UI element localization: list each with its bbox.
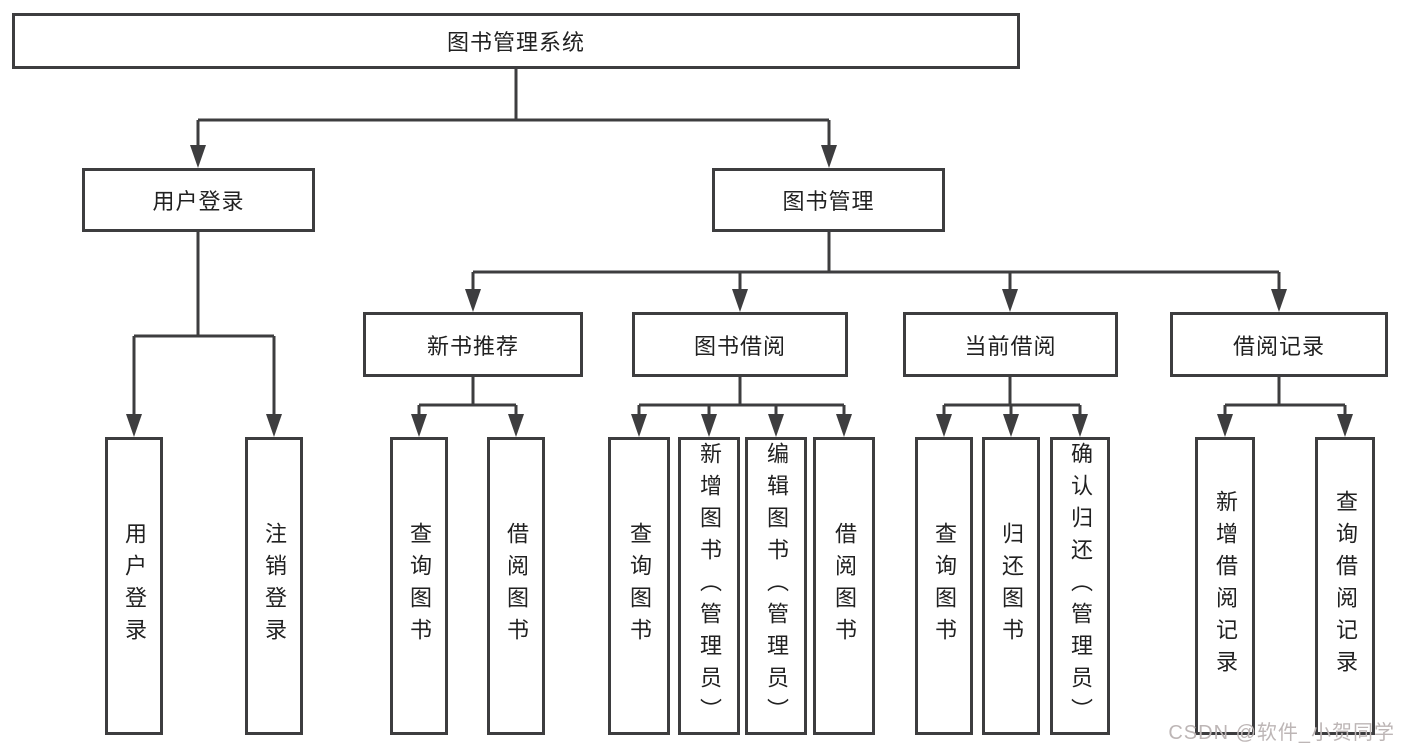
leaf-newbooks-borrow-label: 借阅图书 [504,522,529,650]
node-user-login: 用户登录 [82,168,315,232]
node-new-books: 新书推荐 [363,312,583,377]
leaf-records-add-label: 新增借阅记录 [1213,490,1238,682]
leaf-records-add: 新增借阅记录 [1195,437,1255,735]
node-book-mgmt-label: 图书管理 [782,189,875,214]
leaf-logout-label: 注销登录 [262,522,287,650]
node-user-login-label: 用户登录 [152,189,245,214]
node-current-borrow: 当前借阅 [903,312,1118,377]
leaf-current-confirm-return: 确认归还（管理员） [1050,437,1110,735]
leaf-records-query-label: 查询借阅记录 [1333,490,1358,682]
node-book-borrow-label: 图书借阅 [693,333,786,359]
leaf-logout: 注销登录 [245,437,303,735]
node-new-books-label: 新书推荐 [426,333,519,359]
leaf-borrow-edit-book: 编辑图书（管理员） [745,437,807,735]
leaf-current-query-label: 查询图书 [932,522,957,650]
leaf-borrow-query: 查询图书 [608,437,670,735]
leaf-current-query: 查询图书 [915,437,973,735]
node-current-borrow-label: 当前借阅 [964,333,1057,359]
connector-book-borrow-to-leaves [637,377,846,415]
leaf-newbooks-query: 查询图书 [390,437,448,735]
connector-book-mgmt-to-level3 [471,232,1281,290]
leaf-borrow-edit-book-label: 编辑图书（管理员） [764,442,789,730]
node-borrow-records: 借阅记录 [1170,312,1388,377]
node-book-borrow: 图书借阅 [632,312,848,377]
connector-new-books-to-leaves [417,377,518,415]
leaf-borrow-borrow-book: 借阅图书 [813,437,875,735]
connector-borrow-records-to-leaves [1223,377,1347,415]
csdn-watermark: CSDN @软件_小贺同学 [1168,722,1395,744]
node-book-mgmt: 图书管理 [712,168,945,232]
leaf-borrow-borrow-book-label: 借阅图书 [832,522,857,650]
leaf-newbooks-query-label: 查询图书 [407,522,432,650]
connector-user-login-to-leaves [132,232,276,415]
node-root-label: 图书管理系统 [446,30,585,55]
connector-current-borrow-to-leaves [942,377,1082,415]
leaf-user-login: 用户登录 [105,437,163,735]
leaf-current-return: 归还图书 [982,437,1040,735]
leaf-borrow-add-book-label: 新增图书（管理员） [697,442,722,730]
leaf-borrow-add-book: 新增图书（管理员） [678,437,740,735]
leaf-current-return-label: 归还图书 [999,522,1024,650]
leaf-records-query: 查询借阅记录 [1315,437,1375,735]
leaf-user-login-label: 用户登录 [122,522,147,650]
node-root: 图书管理系统 [12,13,1020,69]
leaf-borrow-query-label: 查询图书 [627,522,652,650]
leaf-current-confirm-return-label: 确认归还（管理员） [1068,442,1093,730]
node-borrow-records-label: 借阅记录 [1232,333,1325,359]
connector-root-to-level2 [196,68,831,146]
leaf-newbooks-borrow: 借阅图书 [487,437,545,735]
